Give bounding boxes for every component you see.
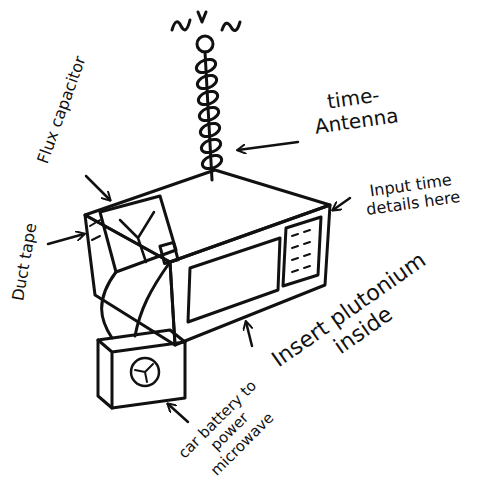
battery-fan-blades — [135, 364, 153, 382]
battery-edges — [98, 340, 185, 408]
leader-arrow — [168, 404, 188, 422]
annotation-label: car battery to power microwave — [173, 375, 287, 489]
annotation-label: Insert plutonium inside — [260, 242, 453, 398]
microwave-side — [85, 215, 175, 345]
leader-arrow — [48, 234, 84, 244]
leader-arrow — [333, 198, 350, 210]
antenna-tip — [197, 36, 213, 52]
annotation-label: Flux capacitor — [29, 41, 94, 179]
flux-capacitor-y — [120, 212, 154, 262]
signal-squiggle — [198, 12, 206, 22]
annotation-label: Input time details here — [354, 169, 470, 221]
battery-fan — [131, 358, 159, 386]
keypad-buttons — [292, 230, 310, 272]
leader-arrow — [86, 176, 110, 200]
microwave-window — [188, 238, 280, 322]
wire — [135, 262, 170, 336]
keypad — [283, 217, 321, 286]
signal-squiggle — [222, 22, 240, 31]
annotation-label: Duct tape — [8, 216, 42, 308]
car-battery — [98, 330, 185, 408]
duct-tape — [90, 220, 100, 240]
connector-plug — [160, 242, 178, 263]
signal-squiggle — [172, 20, 190, 30]
leader-arrow — [238, 142, 298, 150]
annotation-label: time- Antenna — [302, 80, 407, 139]
antenna-coil — [195, 57, 224, 171]
leader-arrow — [246, 322, 252, 346]
wire — [102, 272, 116, 338]
